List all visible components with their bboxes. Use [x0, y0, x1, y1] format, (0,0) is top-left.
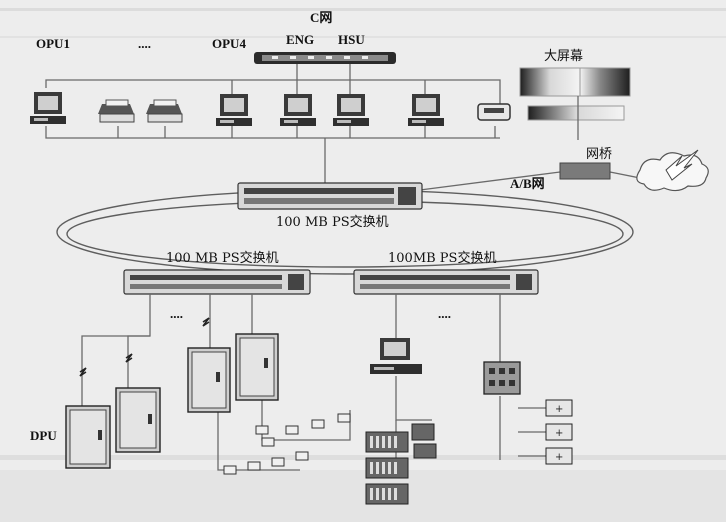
lower-lines [81, 294, 546, 471]
dots-label: .... [438, 306, 451, 321]
printer-icon [146, 99, 183, 123]
core-switch-device [237, 182, 423, 210]
terminal-device: + [545, 423, 573, 441]
field-workstation [370, 338, 422, 374]
remote-io-box [483, 361, 521, 395]
big-screen-display [519, 67, 631, 140]
c-net-bus-device [254, 52, 396, 64]
right-switch-device [353, 269, 539, 295]
hsu-label: HSU [338, 32, 365, 47]
terminal-device: + [545, 399, 573, 417]
svg-text:+: + [555, 404, 563, 415]
top-bus-lines [45, 64, 641, 191]
workstation [408, 94, 444, 126]
band [0, 455, 726, 460]
band [0, 470, 726, 522]
dpu-label: DPU [30, 428, 57, 443]
link-marks [79, 317, 210, 377]
big-screen-label: 大屏幕 [544, 49, 583, 64]
eng-label: ENG [286, 32, 314, 47]
ab-net-label: A/B网 [510, 176, 545, 191]
printer-icon [98, 99, 135, 123]
opu1-workstation [30, 92, 66, 124]
printer-icon [477, 103, 511, 121]
band [0, 36, 726, 38]
io-rack [365, 423, 437, 505]
cabinet [235, 333, 279, 401]
opu4-label: OPU4 [212, 36, 246, 51]
svg-text:+: + [555, 452, 563, 463]
dots-label: .... [138, 36, 151, 51]
c-net-label: C网 [310, 10, 332, 25]
opu1-label: OPU1 [36, 36, 70, 51]
dpu-cabinet [115, 387, 161, 453]
dpu-cabinet [65, 405, 111, 469]
cabinet [187, 347, 231, 413]
bridge-label: 网桥 [586, 147, 612, 162]
field-devices [223, 413, 351, 475]
hsu-workstation [333, 94, 369, 126]
opu4-workstation [216, 94, 252, 126]
terminal-device: + [545, 447, 573, 465]
left-switch-device [123, 269, 311, 295]
eng-workstation [280, 94, 316, 126]
core-switch-label: 100 MB PS交换机 [276, 214, 389, 230]
bridge-device [559, 162, 611, 180]
svg-text:+: + [555, 428, 563, 439]
cloud-icon [636, 149, 709, 192]
dots-label: .... [170, 306, 183, 321]
left-switch-label: 100 MB PS交换机 [166, 250, 279, 266]
right-switch-label: 100MB PS交换机 [388, 250, 496, 266]
band [0, 8, 726, 11]
